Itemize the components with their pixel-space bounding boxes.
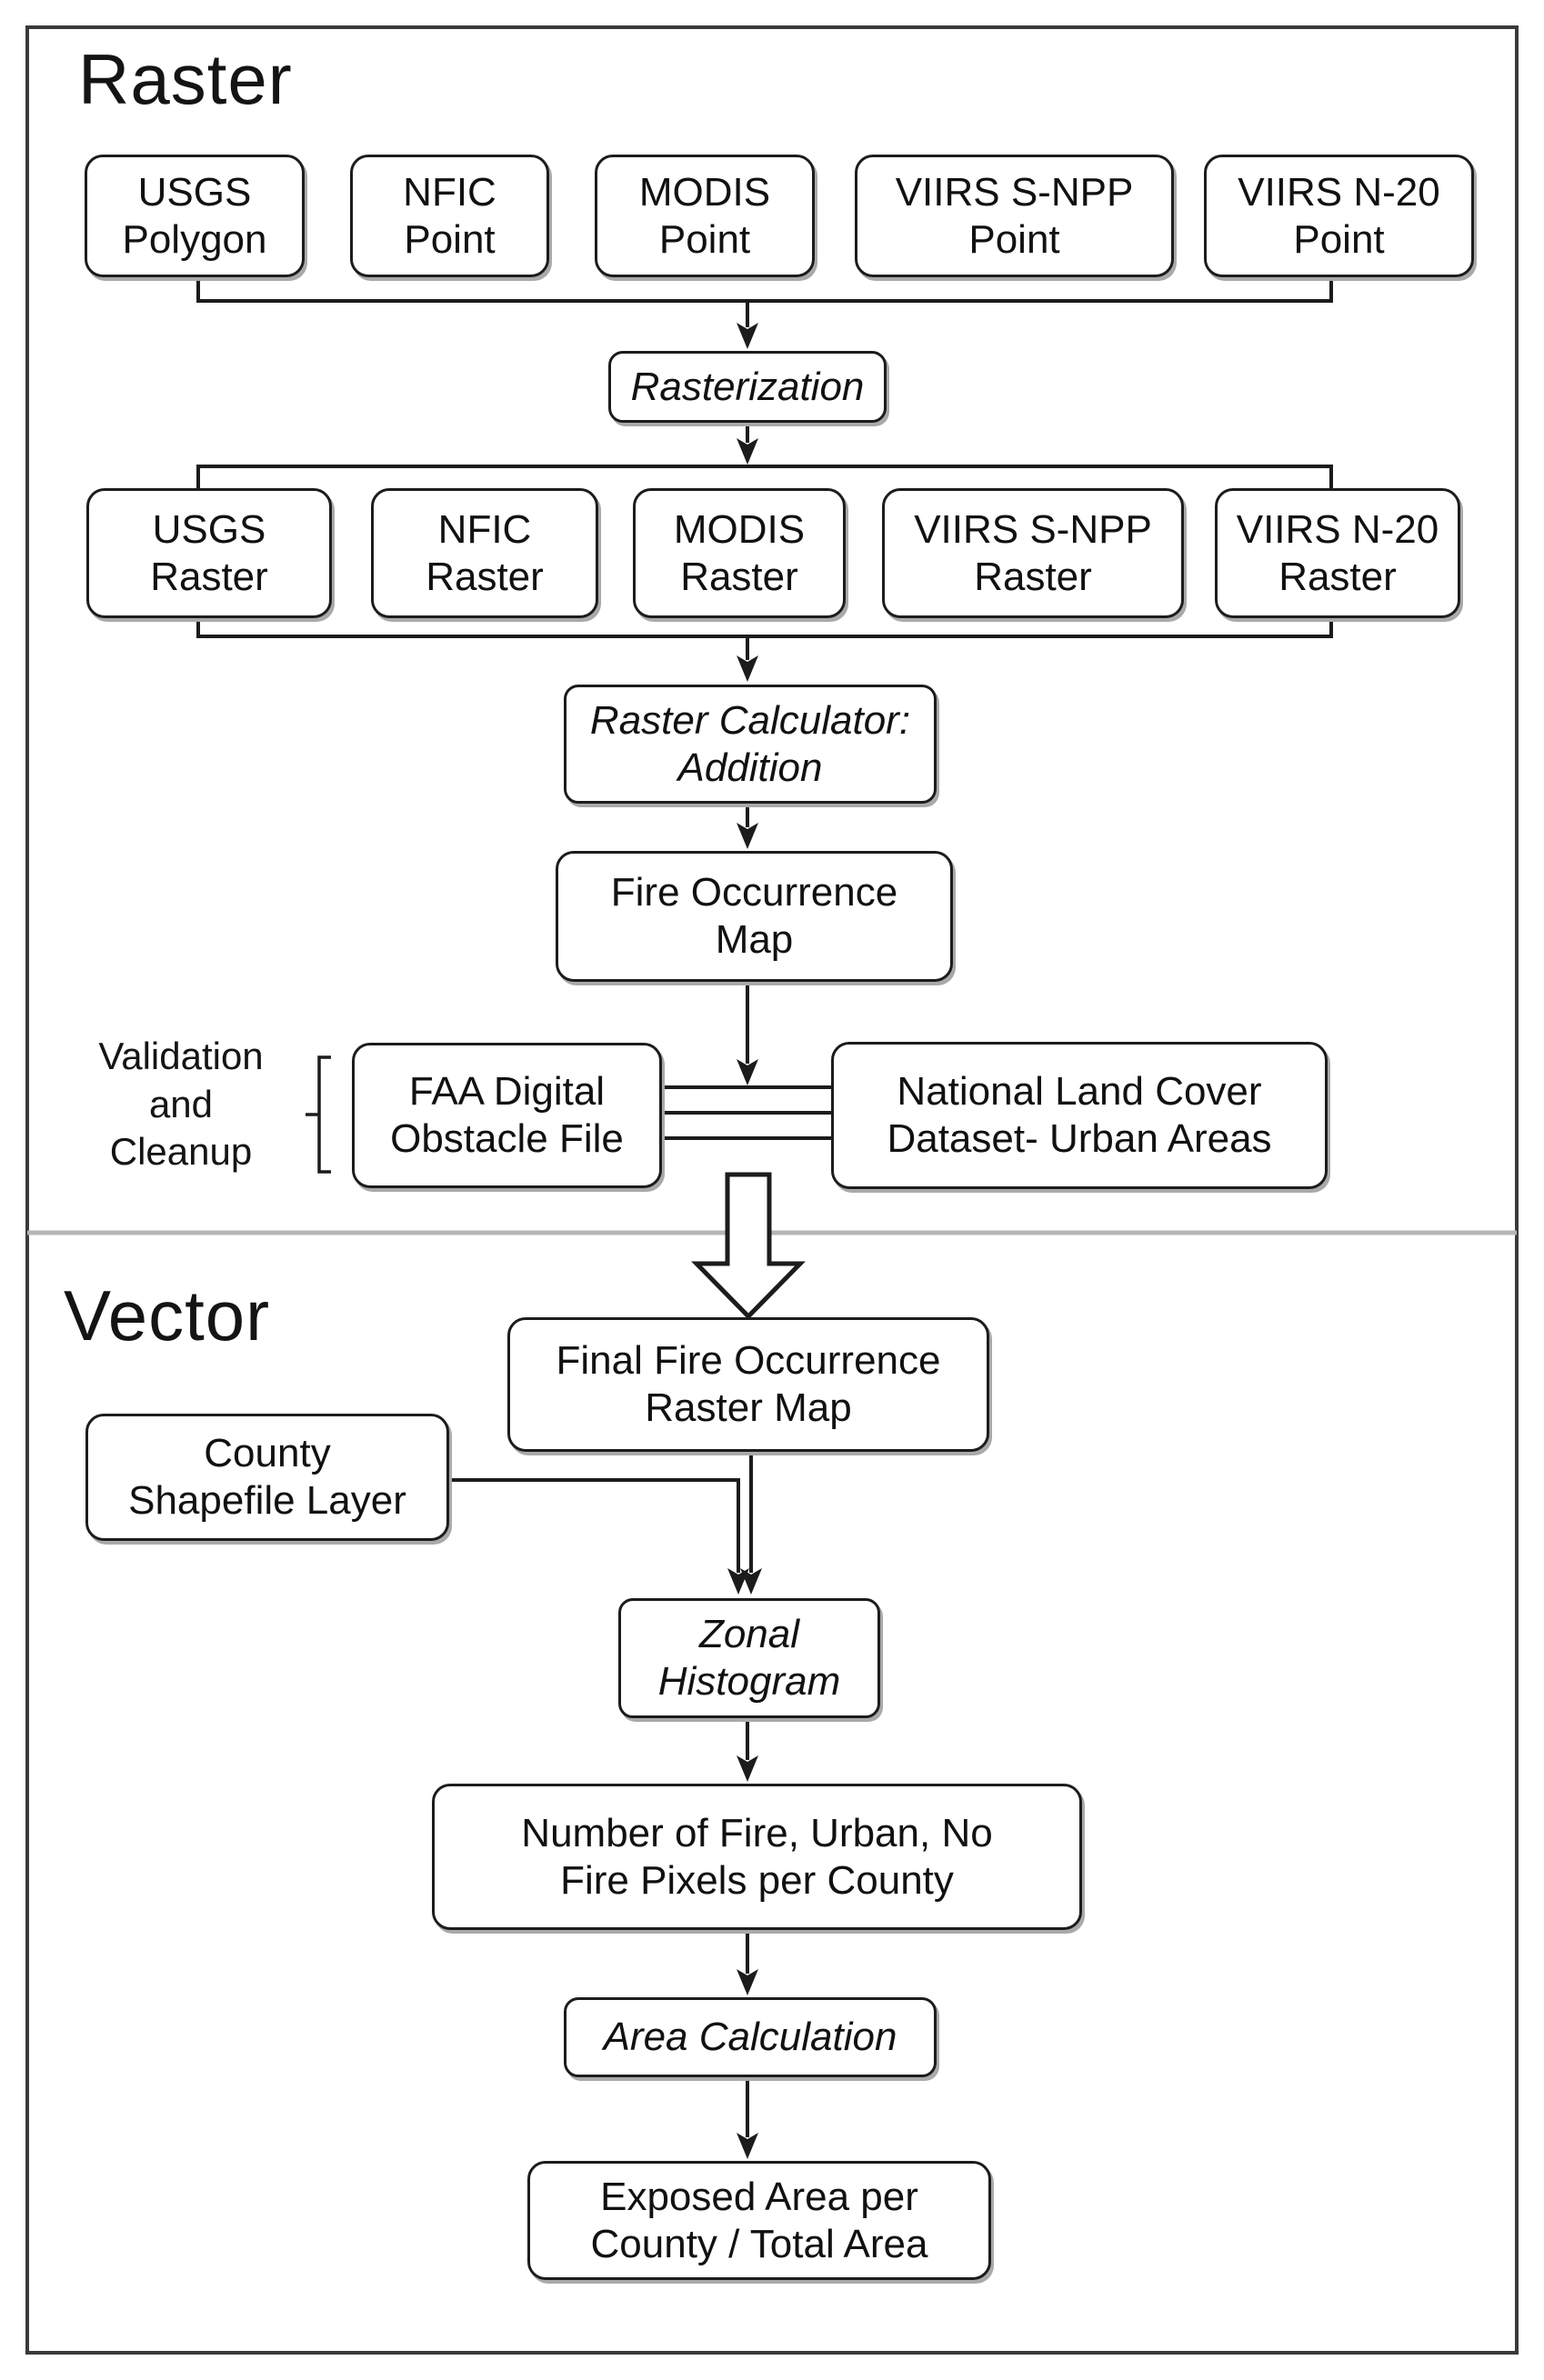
node-pixel-counts: Number of Fire, Urban, No Fire Pixels pe… [432,1784,1082,1930]
node-modis-point: MODIS Point [595,155,815,277]
vector-section-label: Vector [64,1275,271,1355]
node-viirs-n20-point: VIIRS N-20 Point [1204,155,1474,277]
arrow-fire-map-out-head [737,1059,758,1085]
arrow-to-rasterization-head [737,323,758,349]
arrow-to-calculator-head [737,655,758,682]
node-county-shapefile: County Shapefile Layer [85,1414,449,1541]
node-final-fire-map: Final Fire Occurrence Raster Map [507,1317,989,1452]
node-faa-obstacle-file: FAA Digital Obstacle File [352,1043,662,1188]
node-modis-raster: MODIS Raster [633,488,846,618]
section-transition-block-arrow [691,1172,806,1320]
validation-cleanup-label: Validation and Cleanup [98,1035,264,1173]
node-usgs-raster: USGS Raster [86,488,332,618]
node-viirs-snpp-point: VIIRS S-NPP Point [855,155,1174,277]
node-raster-calculator: Raster Calculator: Addition [564,685,937,804]
outer-frame [25,25,1519,2355]
raster-section-label: Raster [78,39,293,119]
node-nfic-point: NFIC Point [350,155,549,277]
raster-row-top-bus [196,465,1333,488]
arrow-to-fire-map-head [737,823,758,849]
node-nlcd-urban-areas: National Land Cover Dataset- Urban Areas [831,1042,1328,1189]
county-elbow-arrow-head [727,1568,749,1595]
node-viirs-n20-raster: VIIRS N-20 Raster [1215,488,1460,618]
node-area-calculation: Area Calculation [564,1997,937,2077]
node-usgs-polygon: USGS Polygon [85,155,305,277]
node-zonal-histogram: Zonal Histogram [618,1598,880,1718]
county-elbow-connector [449,1478,740,1573]
arrow-to-pixel-counts-head [737,1755,758,1782]
node-viirs-snpp-raster: VIIRS S-NPP Raster [882,488,1184,618]
node-nfic-raster: NFIC Raster [371,488,598,618]
validation-bracket [306,1055,331,1174]
validation-merge-lines [662,1085,831,1140]
arrow-to-exposed-area-head [737,2133,758,2159]
arrow-rasterization-out-head [737,438,758,465]
node-fire-occurrence-map: Fire Occurrence Map [556,851,953,982]
arrow-to-area-calc-head [737,1969,758,1995]
node-rasterization: Rasterization [608,351,887,423]
source-row-bus [196,275,1333,303]
node-exposed-area: Exposed Area per County / Total Area [527,2161,991,2280]
raster-row-bottom-bus [196,618,1333,638]
